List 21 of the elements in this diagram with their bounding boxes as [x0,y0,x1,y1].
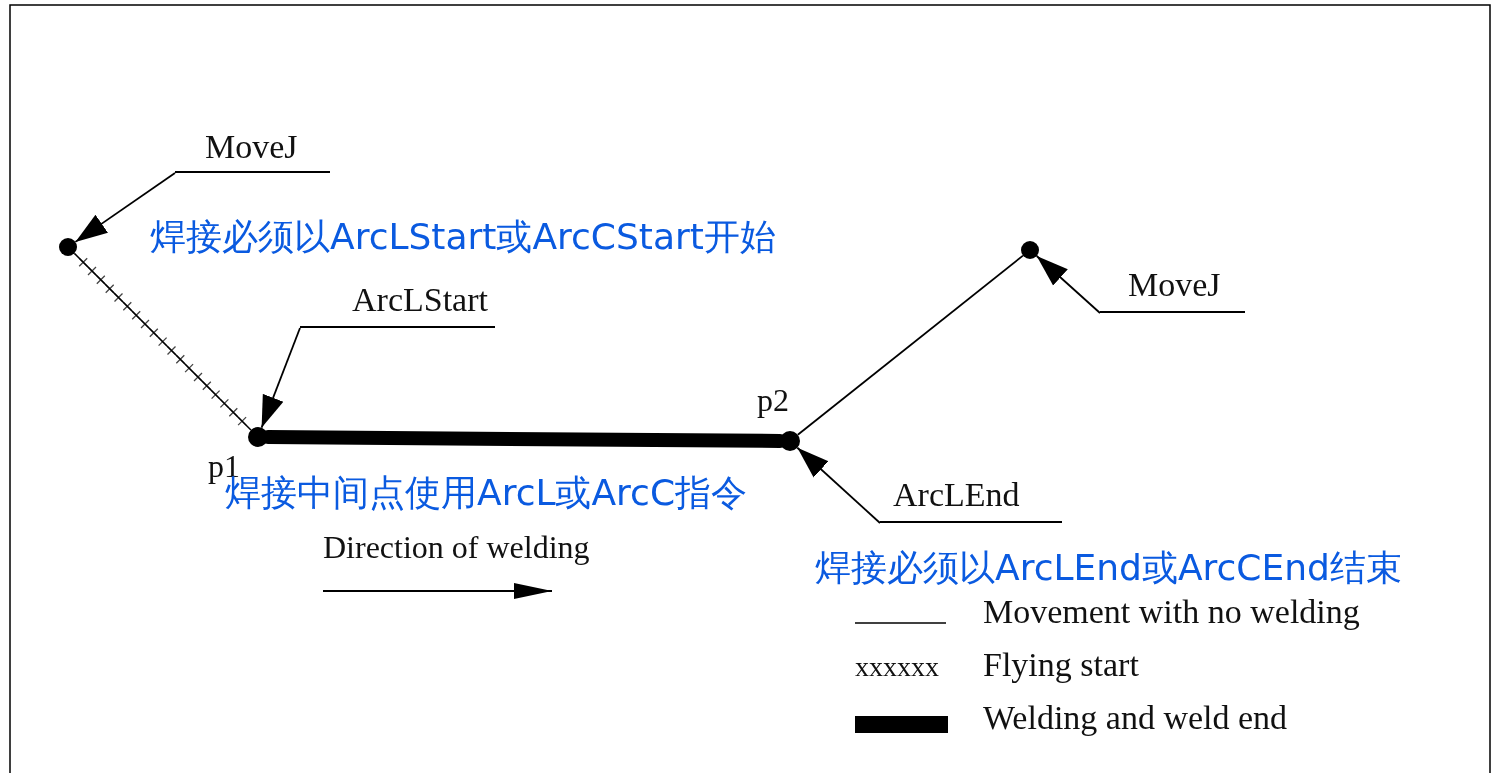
legend-sample-text: xxxxxx [855,650,939,684]
point-dot [248,427,268,447]
leader-arrow [260,327,301,429]
instruction-label: MoveJ [1128,266,1221,304]
path-line [796,254,1024,436]
leader-arrow [74,172,176,243]
instruction-label: ArcLEnd [893,476,1020,514]
note-text: 焊接必须以ArcLEnd或ArcCEnd结束 [815,547,1402,589]
legend-text: Welding and weld end [983,698,1288,738]
point-dot [59,238,77,256]
point-dot [1021,241,1039,259]
instruction-label: MoveJ [205,128,298,166]
legend-text: Movement with no welding [983,592,1360,632]
direction-label: Direction of welding [323,528,590,566]
note-text: 焊接必须以ArcLStart或ArcCStart开始 [150,216,776,258]
point-label: p2 [757,382,789,418]
point-dot [780,431,800,451]
instruction-label: ArcLStart [352,281,488,319]
leader-arrow [1035,255,1101,314]
leader-arrow [796,446,881,524]
legend-text: Flying start [983,645,1139,685]
